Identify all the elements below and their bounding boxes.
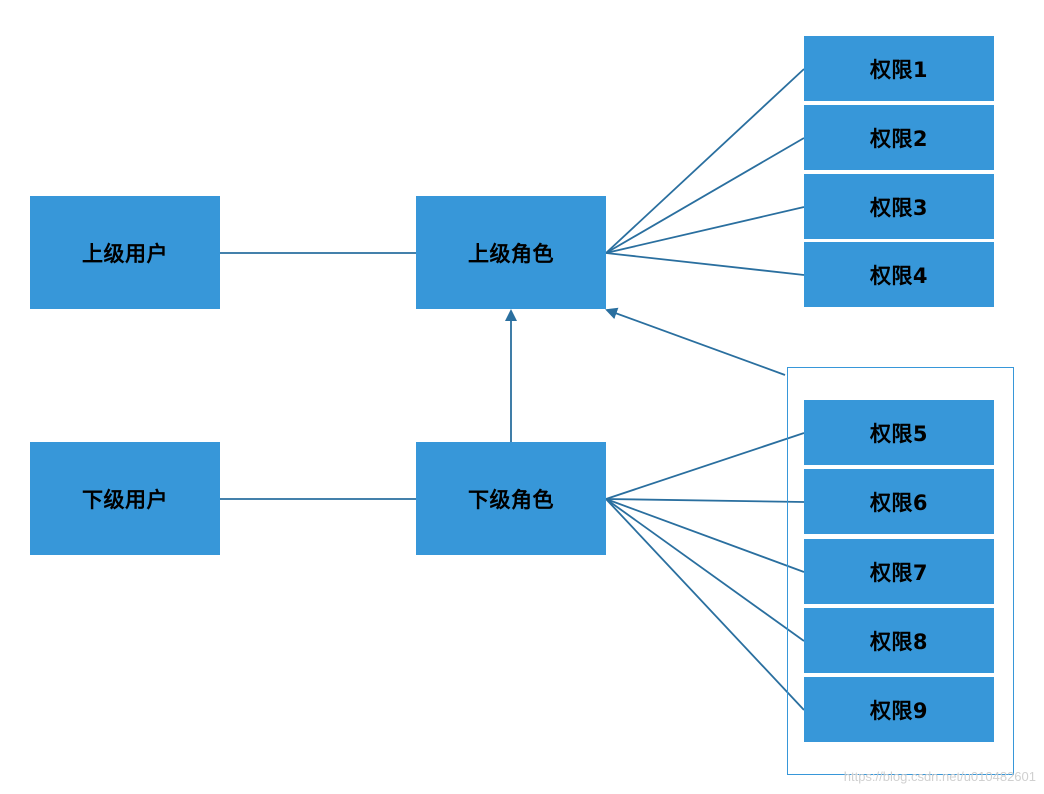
upper-role-permission-link-2 [605, 137, 805, 254]
lower-permission-label: 权限5 [869, 421, 929, 446]
upper-permission-label: 权限4 [869, 263, 929, 288]
lower-permission-box-6: 权限6 [804, 469, 994, 534]
lower-permission-box-9: 权限9 [804, 677, 994, 742]
lower-permission-label: 权限7 [869, 560, 929, 585]
upper-permission-box-4: 权限4 [804, 242, 994, 307]
lower-role-label: 下级角色 [468, 487, 554, 512]
watermark-text: https://blog.csdn.net/u010482601 [843, 769, 1036, 784]
upper-role-box: 上级角色 [416, 196, 606, 309]
upper-permission-box-3: 权限3 [804, 174, 994, 239]
upper-role-permission-link-4 [605, 252, 805, 276]
upper-user-label: 上级用户 [82, 241, 168, 266]
lower-permission-box-7: 权限7 [804, 539, 994, 604]
lower-role-permission-link-9 [605, 498, 805, 711]
upper-user-box: 上级用户 [30, 196, 220, 309]
lower-permission-label: 权限9 [869, 698, 929, 723]
lower-role-permission-link-8 [605, 498, 805, 642]
lower-user-label: 下级用户 [82, 487, 168, 512]
lower-role-permission-link-6 [605, 498, 805, 503]
upper-role-permission-link-1 [605, 68, 805, 254]
upper-permission-box-2: 权限2 [804, 105, 994, 170]
upper-permission-label: 权限3 [869, 195, 929, 220]
upper-permission-label: 权限1 [869, 57, 929, 82]
upper-permission-box-1: 权限1 [804, 36, 994, 101]
lower-user-box: 下级用户 [30, 442, 220, 555]
lower-permission-box-5: 权限5 [804, 400, 994, 465]
lower-role-box: 下级角色 [416, 442, 606, 555]
upper-role-permission-link-3 [605, 206, 805, 254]
lower-permission-group-frame [787, 367, 1014, 775]
upper-permission-label: 权限2 [869, 126, 929, 151]
lower-permission-box-8: 权限8 [804, 608, 994, 673]
lower-role-permission-link-7 [605, 498, 805, 573]
group-to-upper-role-arrow [605, 307, 786, 376]
lower-permission-label: 权限8 [869, 629, 929, 654]
lower-role-permission-link-5 [605, 432, 805, 500]
upper-role-label: 上级角色 [468, 241, 554, 266]
lower-permission-label: 权限6 [869, 490, 929, 515]
